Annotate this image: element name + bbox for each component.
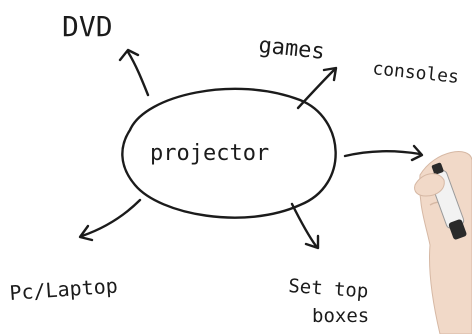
center-label: projector (150, 141, 269, 166)
hand-holding-marker-icon (414, 151, 472, 334)
center-ellipse (121, 87, 337, 219)
branch-settop-label: Set top (288, 275, 369, 303)
branch-consoles-label: consoles (371, 58, 459, 88)
branch-boxes-label: boxes (312, 305, 369, 327)
arrow-settop (290, 202, 320, 250)
arrow-pc (78, 198, 142, 242)
arrow-dvd (118, 48, 150, 97)
center-node: projector (121, 87, 337, 219)
branch-dvd-label: DVD (62, 10, 113, 43)
arrow-right (343, 144, 424, 162)
arrow-games (296, 66, 338, 110)
branch-pc-label: Pc/Laptop (9, 273, 119, 305)
branch-games-label: games (257, 33, 325, 65)
